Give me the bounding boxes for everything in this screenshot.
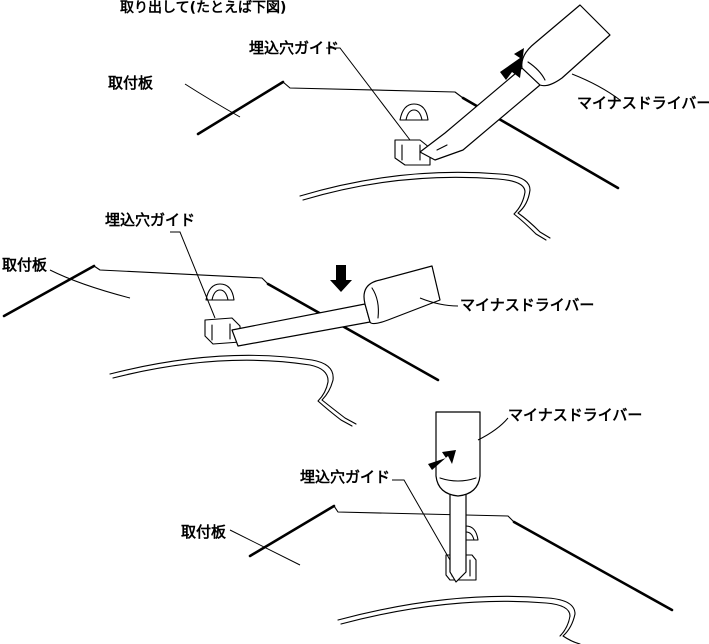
panel-2-guide-label: 埋込穴ガイド — [105, 211, 195, 229]
panel-3-tool-leader — [477, 417, 509, 441]
panel-1-plate-leader — [184, 83, 241, 118]
panel-1-tool-label: マイナスドライバー — [577, 94, 709, 112]
panel-1-bezel-curve-inner — [302, 176, 547, 241]
panel-1-mount-hole — [399, 103, 429, 121]
panel-1-bezel-curve — [299, 171, 551, 239]
panel-1-plate-top-edge — [282, 81, 464, 99]
panel-1-screwdriver-shaft — [419, 67, 541, 161]
panel-1-tool-leader — [571, 73, 621, 101]
panel-2-plate-leader — [49, 269, 131, 299]
panel-3-guide-label: 埋込穴ガイド — [300, 468, 390, 486]
panel-2-guide-leader — [170, 231, 216, 319]
panel-1-plate-edge-left — [196, 80, 285, 136]
panel-2-mount-hole — [205, 283, 235, 301]
panel-3-bezel-curve-inner — [340, 600, 571, 637]
panel-1-plate-label: 取付板 — [108, 74, 154, 92]
panel-2-plate-top-edge — [93, 265, 269, 285]
panel-1-screwdriver-handle — [521, 4, 611, 87]
panel-1-push-arrow — [500, 48, 524, 80]
panel-3-handle-ring — [439, 477, 477, 482]
panel-2-plate-label: 取付板 — [2, 256, 48, 274]
panel-3-plate-label: 取付板 — [181, 523, 227, 541]
panel-2: 埋込穴ガイド 取付板 マイナスドライバー — [2, 211, 594, 427]
header-fragment: 取り出して(たとえば下図) — [120, 0, 286, 16]
panel-2-plate-edge-left — [2, 264, 96, 318]
panel-2-handle-ring — [371, 287, 379, 319]
panel-3-tool-label: マイナスドライバー — [508, 406, 642, 424]
panel-3-guide-leader — [392, 479, 451, 561]
panel-3-screwdriver-handle — [435, 411, 481, 497]
panel-1-guide-label: 埋込穴ガイド — [249, 39, 339, 57]
panel-3-plate-edge-left — [248, 504, 336, 558]
panel-2-bezel-curve-inner — [112, 359, 353, 427]
panel-2-bezel-curve — [109, 354, 357, 425]
panel-2-tool-leader — [419, 297, 459, 307]
panel-3-plate-leader — [229, 529, 301, 566]
panel-1-guide-leader — [326, 47, 411, 141]
panel-3-plate-edge-right — [512, 520, 674, 612]
panel-1: 埋込穴ガイド 取付板 マイナスドライバー — [108, 4, 709, 241]
panel-2-plate-edge-right — [266, 282, 440, 382]
panel-2-screwdriver-handle — [363, 265, 441, 325]
panel-3: 埋込穴ガイド 取付板 マイナスドライバー — [181, 406, 674, 644]
panel-2-tool-label: マイナスドライバー — [460, 296, 594, 314]
panel-1-handle-ring — [527, 61, 546, 81]
panel-2-screwdriver-shaft — [231, 303, 371, 347]
panel-3-push-arrow — [428, 450, 456, 470]
panel-3-screwdriver-shaft — [449, 489, 467, 583]
panel-1-screwdriver-tip-mark — [436, 144, 448, 151]
panel-3-bezel-curve — [337, 595, 581, 644]
panel-2-push-arrow — [330, 265, 352, 292]
